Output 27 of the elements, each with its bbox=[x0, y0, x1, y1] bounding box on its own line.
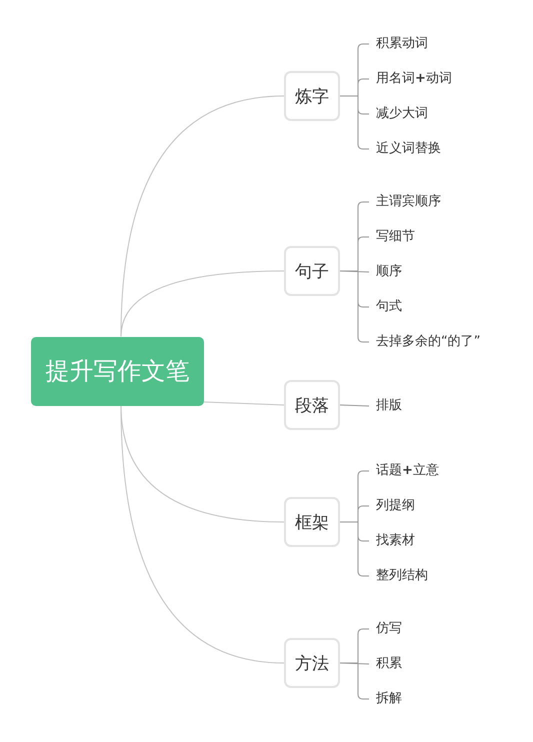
subtopic-label: 顺序 bbox=[376, 263, 402, 281]
subtopic-label: 排版 bbox=[376, 397, 402, 415]
subtopic-label: 近义词替换 bbox=[376, 140, 441, 158]
subtopic-label: 用名词+动词 bbox=[376, 70, 452, 88]
subtopic-label: 积累 bbox=[376, 655, 402, 673]
subtopic-label: 找素材 bbox=[376, 532, 415, 550]
topic-box: 框架 bbox=[284, 497, 340, 547]
subtopic-label: 句式 bbox=[376, 298, 402, 316]
topic-box: 句子 bbox=[284, 246, 340, 296]
connector-line bbox=[120, 270, 284, 337]
subtopic-label: 主谓宾顺序 bbox=[376, 193, 441, 211]
subtopic-label: 整列结构 bbox=[376, 567, 428, 585]
subtopic-label: 积累动词 bbox=[376, 35, 428, 53]
subtopic-label: 拆解 bbox=[376, 690, 402, 708]
subtopic-label: 去掉多余的“的了” bbox=[376, 333, 480, 351]
subtopic-label: 话题+立意 bbox=[376, 462, 439, 480]
subtopic-label: 减少大词 bbox=[376, 105, 428, 123]
subtopic-label: 仿写 bbox=[376, 620, 402, 638]
connector-line bbox=[340, 404, 370, 406]
subtopic-label: 写细节 bbox=[376, 228, 415, 246]
subtopic-label: 列提纲 bbox=[376, 497, 415, 515]
connector-line bbox=[120, 405, 284, 664]
connector-line bbox=[204, 402, 284, 406]
topic-box: 段落 bbox=[284, 380, 340, 430]
topic-box: 方法 bbox=[284, 638, 340, 688]
topic-box: 炼字 bbox=[284, 71, 340, 121]
central-topic-box: 提升写作文笔 bbox=[31, 336, 204, 406]
